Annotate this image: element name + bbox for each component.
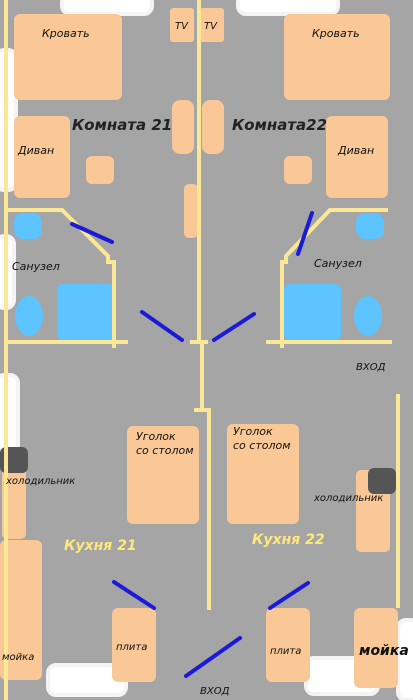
- door-bath-left: [70, 222, 114, 244]
- stove-right: [266, 608, 310, 682]
- kitchen-22-label: Кухня 22: [252, 532, 325, 548]
- door-entrance-bottom: [184, 636, 242, 678]
- entrance-bottom-label: ВХОД: [200, 686, 230, 697]
- room-22-label: Комната22: [232, 116, 328, 134]
- window-left-kitchen: [0, 373, 20, 455]
- sofa-left: [14, 116, 70, 198]
- pouf-left: [86, 156, 114, 184]
- kitchen-21-label: Кухня 21: [64, 538, 137, 554]
- door-kitchen-right: [268, 581, 310, 610]
- toilet-right: [354, 296, 382, 336]
- stove-left: [112, 608, 156, 682]
- door-room-right: [212, 312, 256, 342]
- fridge-right-top: [368, 468, 396, 494]
- nightstand-left: [172, 100, 194, 154]
- wardrobe-center: [184, 184, 198, 238]
- plumbing: [14, 213, 384, 340]
- door-room-left: [140, 310, 184, 342]
- tv-right-label: TV: [204, 21, 217, 32]
- door-bath-right: [296, 211, 314, 256]
- nightstand-right: [202, 100, 224, 154]
- walls: [4, 0, 400, 700]
- window-right-bottom: [396, 618, 413, 700]
- sink-left-label: мойка: [2, 652, 35, 663]
- sofa-right: [326, 116, 388, 198]
- entrance-right-label: ВХОД: [356, 362, 386, 373]
- corner-table-right: [227, 424, 299, 524]
- corner-right-label-2: со столом: [233, 439, 291, 452]
- tv-right: [200, 8, 224, 42]
- corner-table-left: [127, 426, 199, 524]
- fridge-right-label: холодильник: [314, 493, 384, 504]
- sink-unit-left: [0, 540, 42, 680]
- fridge-left-label: холодильник: [6, 476, 76, 487]
- window-top-right: [236, 0, 340, 16]
- bed-right: [284, 14, 390, 100]
- window-top-left: [60, 0, 154, 16]
- doors: [70, 211, 314, 678]
- toilet-left: [15, 296, 43, 336]
- tv-left: [170, 8, 194, 42]
- corner-left-label-1: Уголок: [136, 430, 176, 443]
- bath-left-label: Санузел: [12, 260, 60, 273]
- sink-right-label: мойка: [359, 643, 409, 659]
- stove-right-label: плита: [270, 646, 302, 657]
- pouf-right: [284, 156, 312, 184]
- stove-left-label: плита: [116, 642, 148, 653]
- washbasin-left: [14, 213, 42, 239]
- shower-left: [57, 284, 114, 340]
- shower-right: [284, 284, 341, 340]
- corner-left-label-2: со столом: [136, 444, 194, 457]
- bath-right-label: Санузел: [314, 257, 362, 270]
- corner-right-label-1: Уголок: [233, 425, 273, 438]
- bed-left: [14, 14, 122, 100]
- sofa-right-label: Диван: [338, 144, 375, 157]
- bed-left-label: Кровать: [42, 27, 90, 40]
- tv-left-label: TV: [175, 21, 188, 32]
- sofa-left-label: Диван: [18, 144, 55, 157]
- room-21-label: Комната 21: [72, 116, 173, 134]
- sink-unit-right: [354, 608, 398, 688]
- door-kitchen-left: [112, 580, 156, 610]
- washbasin-right: [356, 213, 384, 239]
- bed-right-label: Кровать: [312, 27, 360, 40]
